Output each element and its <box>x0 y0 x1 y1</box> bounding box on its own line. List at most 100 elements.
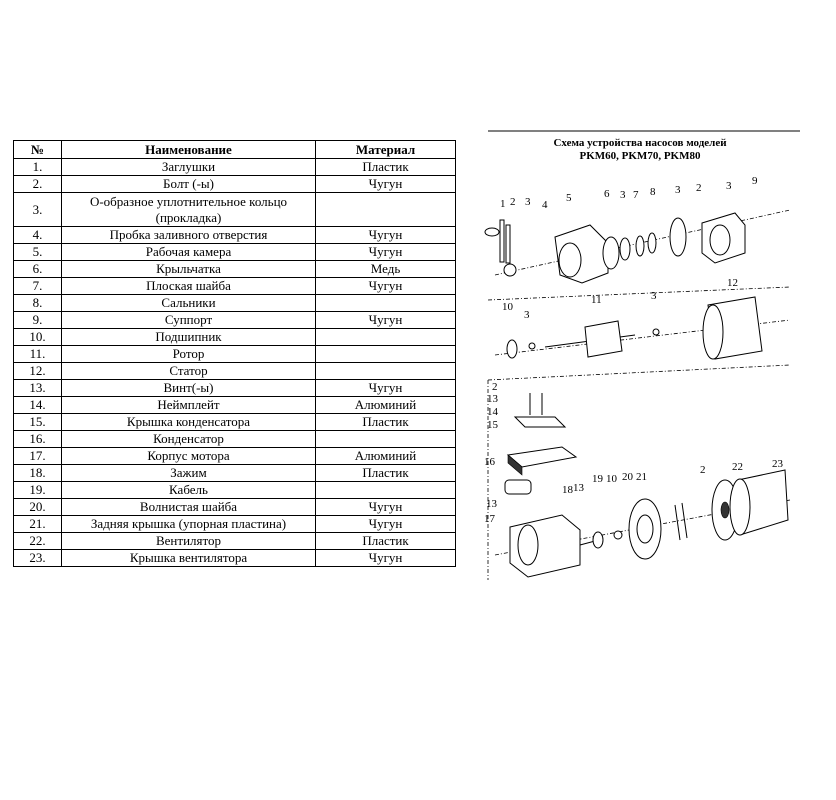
cell-number: 19. <box>13 481 62 499</box>
capacitor-cover-group <box>506 393 578 476</box>
part-label: 5 <box>566 192 572 204</box>
bolt-part-2 <box>505 224 511 264</box>
diagram-drawing: 1 2 3 4 5 6 3 7 8 3 2 3 9 10 3 11 3 12 <box>484 130 800 580</box>
cell-material: Пластик <box>315 413 456 431</box>
cell-number: 23. <box>13 549 62 567</box>
cell-material <box>315 481 456 499</box>
capacitor-part <box>504 479 532 495</box>
part-label: 2 <box>696 182 702 194</box>
cell-material <box>315 362 456 380</box>
cell-name: Вентилятор <box>61 532 316 550</box>
pump-chamber-opening <box>558 242 582 278</box>
table-row: 8.Сальники <box>13 294 456 312</box>
part-label: 17 <box>484 513 496 525</box>
cell-name: Крышка конденсатора <box>61 413 316 431</box>
cell-material: Чугун <box>315 498 456 516</box>
cell-name: Суппорт <box>61 311 316 329</box>
cell-material <box>315 430 456 448</box>
diagram-title-line2: PKM60, PKM70, PKM80 <box>579 150 701 162</box>
part-label: 8 <box>650 186 656 198</box>
table-row: 11.Ротор <box>13 345 456 363</box>
cell-name: Неймплейт <box>61 396 316 414</box>
part-label: 22 <box>732 461 743 473</box>
part-label: 20 <box>622 471 634 483</box>
cell-material: Медь <box>315 260 456 278</box>
impeller-part <box>602 236 620 270</box>
part-label: 1 <box>500 198 506 210</box>
motor-body-group <box>494 469 791 578</box>
table-row: 16.Конденсатор <box>13 430 456 448</box>
part-label: 15 <box>487 419 499 431</box>
cell-name: Конденсатор <box>61 430 316 448</box>
cell-material: Пластик <box>315 158 456 176</box>
header-number: № <box>13 140 62 159</box>
cell-number: 13. <box>13 379 62 397</box>
cell-name: Плоская шайба <box>61 277 316 295</box>
cell-material: Чугун <box>315 243 456 261</box>
cell-name: Крышка вентилятора <box>61 549 316 567</box>
part-label: 3 <box>651 290 657 302</box>
cell-material <box>315 345 456 363</box>
cell-name: Задняя крышка (упорная пластина) <box>61 515 316 533</box>
cell-material: Чугун <box>315 277 456 295</box>
cell-number: 8. <box>13 294 62 312</box>
cell-name: Статор <box>61 362 316 380</box>
cell-number: 6. <box>13 260 62 278</box>
exploded-pump-diagram: Схема устройства насосов моделей PKM60, … <box>470 125 810 605</box>
o-ring-small-part-2 <box>652 328 660 336</box>
cell-material <box>315 192 456 227</box>
cell-material: Чугун <box>315 379 456 397</box>
pump-head-group <box>484 209 791 284</box>
part-label: 19 <box>592 473 604 485</box>
separator-line-3 <box>487 364 791 381</box>
washer-part <box>619 237 631 261</box>
part-label: 2 <box>492 381 498 393</box>
nameplate-part <box>513 416 567 428</box>
cell-number: 11. <box>13 345 62 363</box>
table-row: 2.Болт (-ы)Чугун <box>13 175 456 193</box>
motor-body-front <box>517 524 539 566</box>
part-label: 12 <box>727 277 738 289</box>
seal-part-2 <box>647 232 657 254</box>
cell-material: Алюминий <box>315 396 456 414</box>
header-material: Материал <box>315 140 456 159</box>
fan-cover-front <box>729 478 751 536</box>
part-label: 2 <box>700 464 706 476</box>
part-label: 18 <box>562 484 574 496</box>
cell-number: 10. <box>13 328 62 346</box>
cell-name: Корпус мотора <box>61 447 316 465</box>
bearing-part-2 <box>592 531 604 549</box>
cell-number: 4. <box>13 226 62 244</box>
bolt-part <box>499 219 505 263</box>
cell-name: Зажим <box>61 464 316 482</box>
part-label: 14 <box>487 406 499 418</box>
part-label: 23 <box>772 458 784 470</box>
table-row: 10.Подшипник <box>13 328 456 346</box>
part-label: 3 <box>620 189 626 201</box>
rear-cover-inner <box>636 514 654 544</box>
o-ring-small-part <box>528 342 536 350</box>
cell-material: Чугун <box>315 175 456 193</box>
capacitor-cover-side <box>507 454 523 476</box>
cell-number: 14. <box>13 396 62 414</box>
part-label: 11 <box>591 294 602 306</box>
cell-number: 5. <box>13 243 62 261</box>
part-label: 10 <box>606 473 618 485</box>
part-label: 13 <box>573 482 585 494</box>
cell-name: Заглушки <box>61 158 316 176</box>
wave-washer-part <box>613 530 623 540</box>
cell-number: 2. <box>13 175 62 193</box>
cell-name: О-образное уплотнительное кольцо (прокла… <box>61 192 316 227</box>
part-label: 13 <box>487 393 499 405</box>
table-row: 21.Задняя крышка (упорная пластина)Чугун <box>13 515 456 533</box>
cell-number: 12. <box>13 362 62 380</box>
seal-part <box>635 235 645 257</box>
cell-name: Рабочая камера <box>61 243 316 261</box>
separator-line-1 <box>487 286 791 301</box>
